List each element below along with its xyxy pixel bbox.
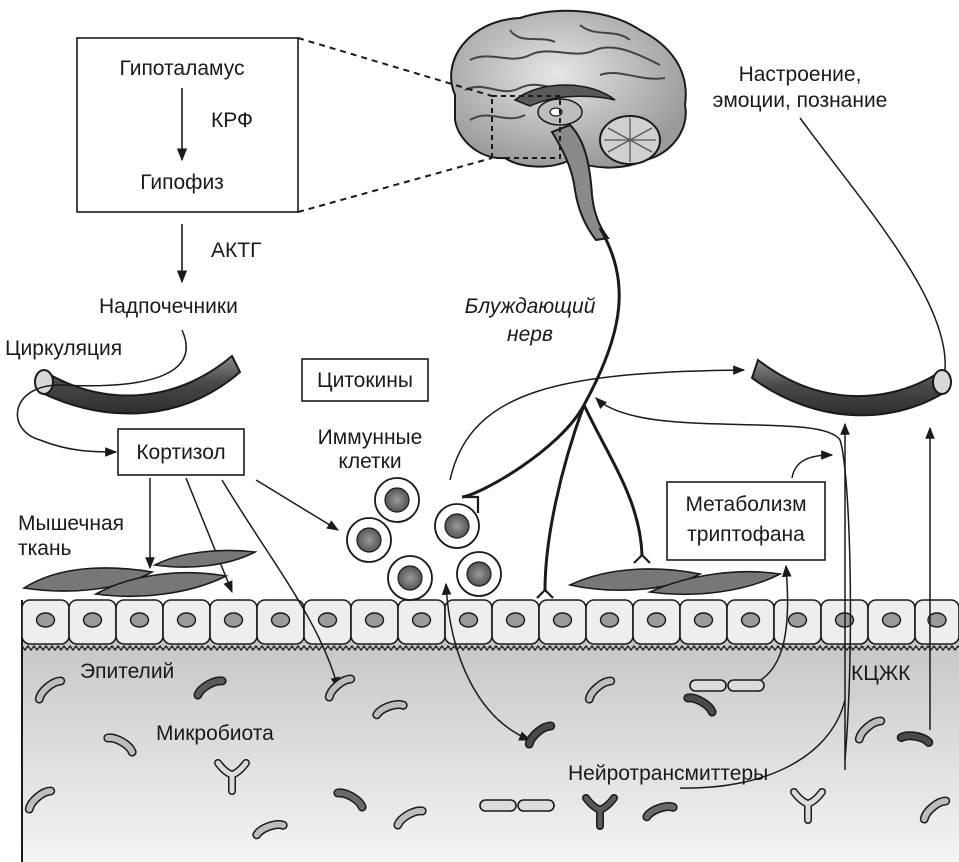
tryptophan-label-2: триптофана: [667, 522, 825, 547]
acth-label: АКТГ: [211, 238, 261, 263]
epithelial-nucleus: [178, 613, 196, 627]
epithelial-nucleus: [554, 613, 572, 627]
circulation-label: Циркуляция: [5, 336, 122, 361]
zoom-line-bottom: [298, 158, 492, 212]
epithelial-nucleus: [601, 613, 619, 627]
epithelial-nucleus: [507, 613, 525, 627]
epithelial-nucleus: [84, 613, 102, 627]
mood-link-line: [800, 118, 945, 370]
immune-cell: [388, 556, 432, 600]
muscle-label-1: Мышечная: [18, 511, 124, 536]
bacterium-pair: [480, 800, 516, 811]
muscle-label-2: ткань: [18, 536, 71, 561]
epithelial-nucleus: [272, 613, 290, 627]
pituitary-label: Гипофиз: [92, 170, 272, 195]
immune-cell: [347, 518, 391, 562]
immune-to-vessel-arrow: [450, 370, 744, 480]
brain-illustration: [451, 11, 686, 240]
mood-label-2: эмоции, познание: [680, 88, 920, 113]
epithelial-nucleus: [366, 613, 384, 627]
adrenals-label: Надпочечники: [99, 294, 238, 319]
bacterium-pair: [518, 800, 554, 811]
blood-vessel-right: [752, 360, 951, 415]
epithelial-nucleus: [742, 613, 760, 627]
epithelial-nucleus: [648, 613, 666, 627]
immune-cell: [375, 478, 419, 522]
immune-cells-label-1: Иммунные: [295, 425, 445, 450]
immune-cell: [435, 504, 479, 548]
epithelial-nucleus: [883, 613, 901, 627]
immune-cell: [457, 552, 501, 596]
vagus-nerve-label-1: Блуждающий: [440, 294, 620, 319]
bacterium-pair: [690, 680, 726, 691]
epithelial-nucleus: [460, 613, 478, 627]
cortisol-label: Кортизол: [118, 440, 244, 465]
epithelial-nucleus: [37, 613, 55, 627]
epithelial-nucleus: [225, 613, 243, 627]
mood-label-1: Настроение,: [680, 62, 920, 87]
bacterium-pair: [728, 680, 764, 691]
cortisol-to-immune-arrow: [256, 480, 338, 530]
scfa-label: КЦЖК: [851, 661, 910, 686]
epithelial-nucleus: [695, 613, 713, 627]
epithelial-nucleus: [413, 613, 431, 627]
tryptophan-label-1: Метаболизм: [667, 492, 825, 517]
epithelial-nucleus: [789, 613, 807, 627]
crf-label: КРФ: [211, 108, 253, 133]
tryptophan-to-brain-arrow: [792, 455, 832, 478]
neurotransmitters-label: Нейротрансмиттеры: [568, 761, 768, 786]
vagus-nerve-label-2: нерв: [440, 322, 620, 347]
epithelium-label: Эпителий: [80, 659, 174, 684]
epithelial-nucleus: [131, 613, 149, 627]
hypothalamus-label: Гипоталамус: [92, 56, 272, 81]
cytokines-label: Цитокины: [302, 368, 428, 393]
microbiota-label: Микробиота: [156, 721, 274, 746]
immune-cells-label-2: клетки: [295, 449, 445, 474]
vagus-nerve: [462, 228, 642, 590]
epithelial-nucleus: [319, 613, 337, 627]
